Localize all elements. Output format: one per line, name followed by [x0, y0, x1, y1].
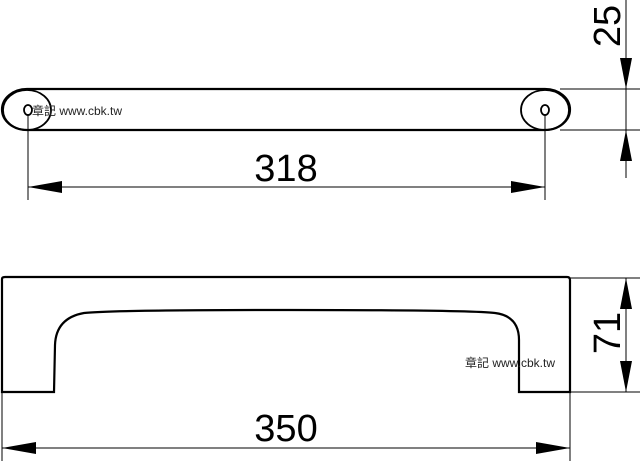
watermark: 章記 www.cbk.tw	[32, 103, 122, 118]
dimension-arrows	[2, 58, 632, 454]
dimension-71: 71	[587, 312, 629, 354]
dimension-318: 318	[254, 148, 317, 190]
arrow-icon	[620, 58, 632, 89]
dimension-25: 25	[587, 5, 629, 47]
arrow-icon	[511, 181, 545, 193]
top-view-extension-lines	[27, 0, 640, 200]
arrow-icon	[28, 181, 62, 193]
left-screw-hole	[23, 104, 33, 116]
front-view-handle	[0, 275, 572, 394]
arrow-icon	[620, 361, 632, 392]
dimension-350: 350	[254, 408, 317, 450]
arrow-icon	[620, 278, 632, 309]
arrow-icon	[2, 442, 36, 454]
left-mount-circle	[2, 89, 52, 131]
arrow-icon	[620, 130, 632, 161]
arrow-icon	[536, 442, 570, 454]
watermark: 章記 www.cbk.tw	[465, 355, 555, 370]
right-screw-hole	[540, 104, 550, 116]
